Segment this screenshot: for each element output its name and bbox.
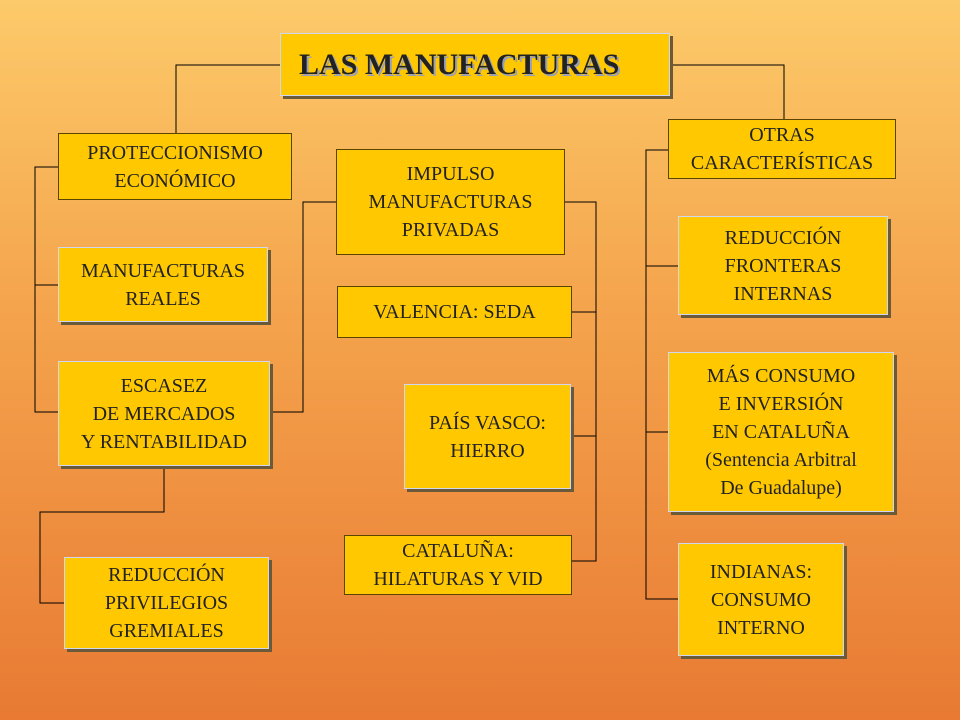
connector-right-spine (645, 149, 678, 600)
node-manufacturas-reales: MANUFACTURAS REALES (58, 247, 268, 322)
connector-escasez-privilegios (39, 467, 165, 604)
connector-center-spine (565, 201, 597, 562)
node-pais-vasco: PAÍS VASCO: HIERRO (404, 384, 571, 489)
node-reduccion-privilegios: REDUCCIÓN PRIVILEGIOS GREMIALES (64, 557, 269, 649)
node-indianas: INDIANAS: CONSUMO INTERNO (678, 543, 844, 656)
node-mas-consumo: MÁS CONSUMO E INVERSIÓN EN CATALUÑA (Sen… (668, 352, 894, 512)
connector-title-left (175, 64, 280, 133)
page-title: LAS MANUFACTURAS (280, 33, 670, 96)
connector-left-spine (34, 166, 58, 413)
connector-escasez-impulso (272, 201, 336, 413)
node-cataluna: CATALUÑA: HILATURAS Y VID (344, 535, 572, 595)
node-escasez: ESCASEZ DE MERCADOS Y RENTABILIDAD (58, 361, 270, 466)
node-proteccionismo: PROTECCIONISMO ECONÓMICO (58, 133, 292, 200)
node-impulso: IMPULSO MANUFACTURAS PRIVADAS (336, 149, 565, 255)
node-reduccion-fronteras: REDUCCIÓN FRONTERAS INTERNAS (678, 216, 888, 315)
node-valencia: VALENCIA: SEDA (337, 286, 572, 338)
connector-title-right (670, 64, 785, 119)
node-otras-caracteristicas: OTRAS CARACTERÍSTICAS (668, 119, 896, 179)
